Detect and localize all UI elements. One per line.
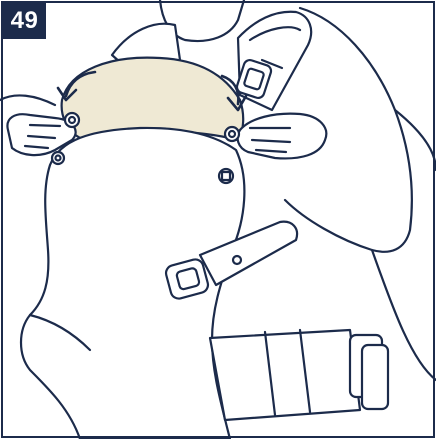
waist-belt bbox=[210, 330, 360, 420]
snap-button-icon bbox=[225, 127, 239, 141]
carrier-body bbox=[21, 128, 244, 439]
snap-button-icon bbox=[52, 152, 64, 164]
snap-button-icon bbox=[219, 169, 233, 183]
person-arm-left bbox=[0, 95, 55, 105]
step-number-badge: 49 bbox=[3, 3, 46, 39]
snap-button-icon bbox=[65, 113, 79, 127]
